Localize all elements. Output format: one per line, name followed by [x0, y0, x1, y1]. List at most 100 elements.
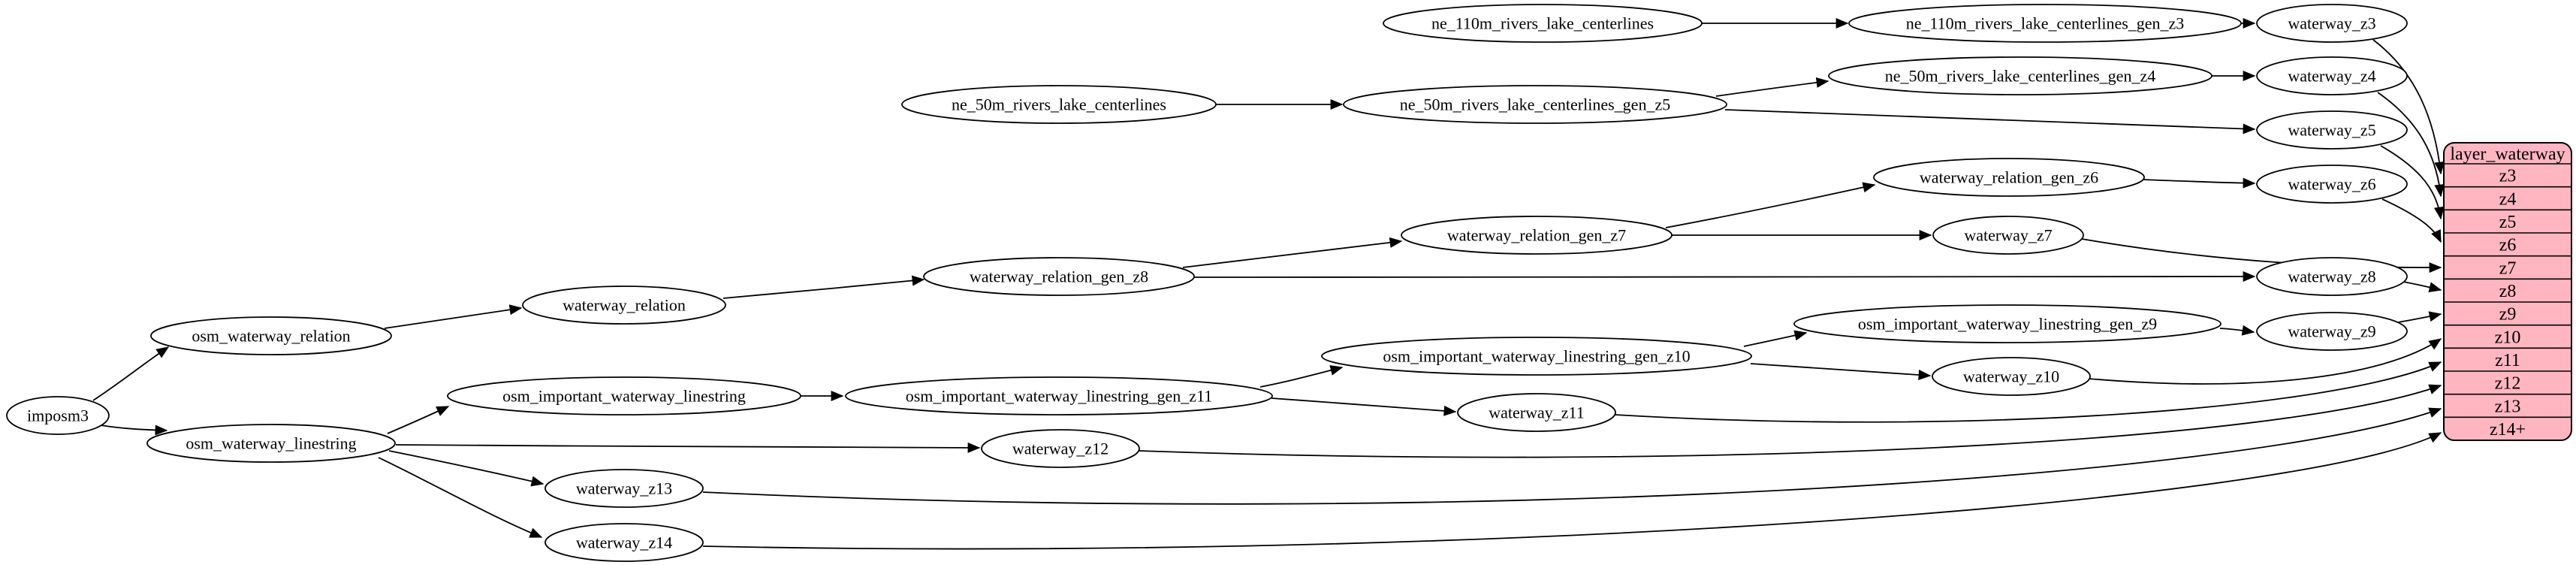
node-waterway_z11: waterway_z11 — [1457, 393, 1616, 432]
node-label-waterway_z11: waterway_z11 — [1489, 403, 1584, 422]
node-ne_50m_rivers_lake_centerlines_gen_z5: ne_50m_rivers_lake_centerlines_gen_z5 — [1343, 85, 1727, 124]
node-waterway_relation_gen_z7: waterway_relation_gen_z7 — [1401, 216, 1673, 255]
record-row-z3: z3 — [2499, 167, 2517, 186]
record-row-z4: z4 — [2499, 189, 2517, 209]
edge-waterway_relation_gen_z8-to-waterway_relation_gen_z7 — [1182, 237, 1403, 268]
nodes-layer: imposm3 osm_waterway_relation osm_waterw… — [6, 4, 2408, 562]
node-waterway_z12: waterway_z12 — [981, 429, 1140, 468]
edge-waterway_z10-to-row-z10 — [2088, 338, 2442, 385]
node-waterway_relation_gen_z6: waterway_relation_gen_z6 — [1873, 158, 2145, 197]
node-label-osm_important_waterway_linestring_gen_z10: osm_important_waterway_linestring_gen_z1… — [1383, 347, 1690, 366]
node-label-waterway_z9: waterway_z9 — [2288, 322, 2375, 341]
edges-layer — [92, 18, 2445, 550]
node-label-waterway_z7: waterway_z7 — [1964, 226, 2052, 245]
node-label-waterway_z4: waterway_z4 — [2288, 67, 2375, 86]
node-label-waterway_z8: waterway_z8 — [2288, 267, 2375, 286]
node-osm_waterway_relation: osm_waterway_relation — [150, 316, 392, 355]
edge-waterway_z5-to-row-z5 — [2380, 145, 2445, 220]
node-ne_110m_rivers_lake_centerlines_gen_z3: ne_110m_rivers_lake_centerlines_gen_z3 — [1848, 4, 2242, 43]
node-label-ne_50m_rivers_lake_centerlines_gen_z4: ne_50m_rivers_lake_centerlines_gen_z4 — [1885, 67, 2155, 86]
record-row-z8: z8 — [2499, 282, 2517, 301]
node-label-ne_50m_rivers_lake_centerlines: ne_50m_rivers_lake_centerlines — [952, 95, 1166, 114]
node-waterway_z8: waterway_z8 — [2256, 257, 2408, 296]
node-waterway_relation: waterway_relation — [522, 286, 726, 325]
edge-waterway_z3-to-row-z3 — [2372, 39, 2445, 175]
edge-gen_z11-to-gen_z10 — [1259, 365, 1344, 388]
edge-gen_z9-to-waterway_z9 — [2219, 325, 2255, 336]
edge-waterway_relation_gen_z7-to-waterway_relation_gen_z6 — [1665, 182, 1876, 228]
edge-imposm3-to-osm_waterway_linestring — [100, 425, 168, 436]
edge-gen_z10-to-gen_z9 — [1743, 330, 1808, 347]
record-row-z6: z6 — [2499, 236, 2517, 255]
edge-osm_waterway_linestring-to-waterway_z13 — [388, 450, 544, 487]
record-row-z9: z9 — [2499, 305, 2517, 325]
record-row-z12: z12 — [2495, 374, 2521, 394]
edge-waterway_z13-to-row-z13 — [702, 407, 2442, 505]
node-label-ne_110m_rivers_lake_centerlines_gen_z3: ne_110m_rivers_lake_centerlines_gen_z3 — [1906, 14, 2185, 33]
record-row-z10: z10 — [2495, 328, 2521, 347]
edge-waterway_relation-to-waterway_relation_gen_z8 — [722, 275, 925, 299]
node-label-waterway_relation_gen_z6: waterway_relation_gen_z6 — [1920, 168, 2098, 187]
node-waterway_z4: waterway_z4 — [2256, 56, 2408, 95]
edge-gen_z10-to-waterway_z10 — [1750, 363, 1932, 381]
node-waterway_z7: waterway_z7 — [1932, 216, 2084, 255]
edge-gen_z5-to-waterway_z5 — [1724, 109, 2256, 134]
edge-waterway_z12-to-row-z12 — [1139, 384, 2442, 458]
edge-osm_waterway_relation-to-waterway_relation — [384, 304, 523, 329]
record-row-z14plus: z14+ — [2490, 420, 2526, 440]
node-label-waterway_z14: waterway_z14 — [576, 533, 672, 552]
record-row-z13: z13 — [2495, 397, 2521, 416]
node-imposm3: imposm3 — [6, 396, 110, 435]
edge-gen_z5-to-gen_z4 — [1715, 77, 1829, 97]
node-label-imposm3: imposm3 — [27, 406, 89, 425]
record-background — [2443, 142, 2572, 441]
node-label-ne_50m_rivers_lake_centerlines_gen_z5: ne_50m_rivers_lake_centerlines_gen_z5 — [1400, 95, 1670, 114]
node-waterway_z3: waterway_z3 — [2256, 4, 2408, 43]
edge-waterway_z4-to-row-z4 — [2377, 92, 2445, 198]
node-label-waterway_relation: waterway_relation — [563, 296, 686, 315]
node-osm_important_waterway_linestring: osm_important_waterway_linestring — [447, 376, 801, 415]
node-waterway_relation_gen_z8: waterway_relation_gen_z8 — [923, 257, 1195, 296]
edge-waterway_z6-to-row-z6 — [2381, 198, 2442, 243]
node-label-waterway_z12: waterway_z12 — [1012, 440, 1109, 458]
edge-waterway_z11-to-row-z11 — [1614, 361, 2442, 423]
edge-osm_waterway_linestring-to-waterway_z12 — [395, 442, 981, 453]
record-row-z7: z7 — [2499, 258, 2517, 278]
node-label-waterway_z6: waterway_z6 — [2288, 175, 2375, 194]
node-label-waterway_z5: waterway_z5 — [2288, 121, 2375, 140]
node-label-ne_110m_rivers_lake_centerlines: ne_110m_rivers_lake_centerlines — [1431, 14, 1654, 33]
edge-waterway_z8-to-row-z8 — [2403, 281, 2442, 293]
node-ne_50m_rivers_lake_centerlines: ne_50m_rivers_lake_centerlines — [901, 85, 1217, 124]
record-row-z11: z11 — [2495, 351, 2520, 370]
record-layer_waterway: layer_waterway z3 z4 z5 z6 z7 z8 z9 z10 … — [2443, 142, 2572, 441]
node-label-waterway_z3: waterway_z3 — [2288, 14, 2375, 33]
node-waterway_z5: waterway_z5 — [2256, 110, 2408, 150]
node-waterway_z9: waterway_z9 — [2256, 312, 2408, 351]
record-title: layer_waterway — [2450, 144, 2565, 164]
node-label-osm_important_waterway_linestring: osm_important_waterway_linestring — [502, 387, 746, 406]
node-ne_110m_rivers_lake_centerlines: ne_110m_rivers_lake_centerlines — [1383, 4, 1703, 43]
node-waterway_z13: waterway_z13 — [544, 469, 704, 508]
node-label-waterway_relation_gen_z7: waterway_relation_gen_z7 — [1447, 226, 1626, 245]
edge-osm_waterway_linestring-to-osm_important_waterway_linestring — [387, 406, 450, 434]
node-label-osm_waterway_linestring: osm_waterway_linestring — [186, 434, 356, 453]
node-label-waterway_relation_gen_z8: waterway_relation_gen_z8 — [970, 267, 1148, 286]
node-waterway_z6: waterway_z6 — [2256, 165, 2408, 204]
node-ne_50m_rivers_lake_centerlines_gen_z4: ne_50m_rivers_lake_centerlines_gen_z4 — [1828, 56, 2213, 95]
node-osm_important_waterway_linestring_gen_z11: osm_important_waterway_linestring_gen_z1… — [845, 376, 1273, 415]
edge-gen_z11-to-waterway_z11 — [1271, 397, 1457, 416]
node-label-osm_waterway_relation: osm_waterway_relation — [192, 327, 350, 346]
node-osm_important_waterway_linestring_gen_z9: osm_important_waterway_linestring_gen_z9 — [1793, 304, 2222, 343]
node-label-waterway_z13: waterway_z13 — [576, 479, 672, 498]
edge-waterway_relation_gen_z6-to-waterway_z6 — [2142, 177, 2256, 189]
edge-waterway_z14-to-row-z14 — [702, 432, 2442, 550]
node-waterway_z14: waterway_z14 — [544, 523, 704, 562]
node-label-osm_important_waterway_linestring_gen_z11: osm_important_waterway_linestring_gen_z1… — [906, 387, 1213, 406]
record-row-z5: z5 — [2499, 213, 2517, 232]
edge-osm_waterway_linestring-to-waterway_z14 — [378, 457, 543, 538]
edge-waterway_relation_gen_z8-to-waterway_z8 — [1193, 271, 2256, 282]
node-osm_waterway_linestring: osm_waterway_linestring — [146, 424, 396, 463]
edge-waterway_z9-to-row-z9 — [2397, 311, 2442, 323]
node-osm_important_waterway_linestring_gen_z10: osm_important_waterway_linestring_gen_z1… — [1321, 337, 1752, 376]
